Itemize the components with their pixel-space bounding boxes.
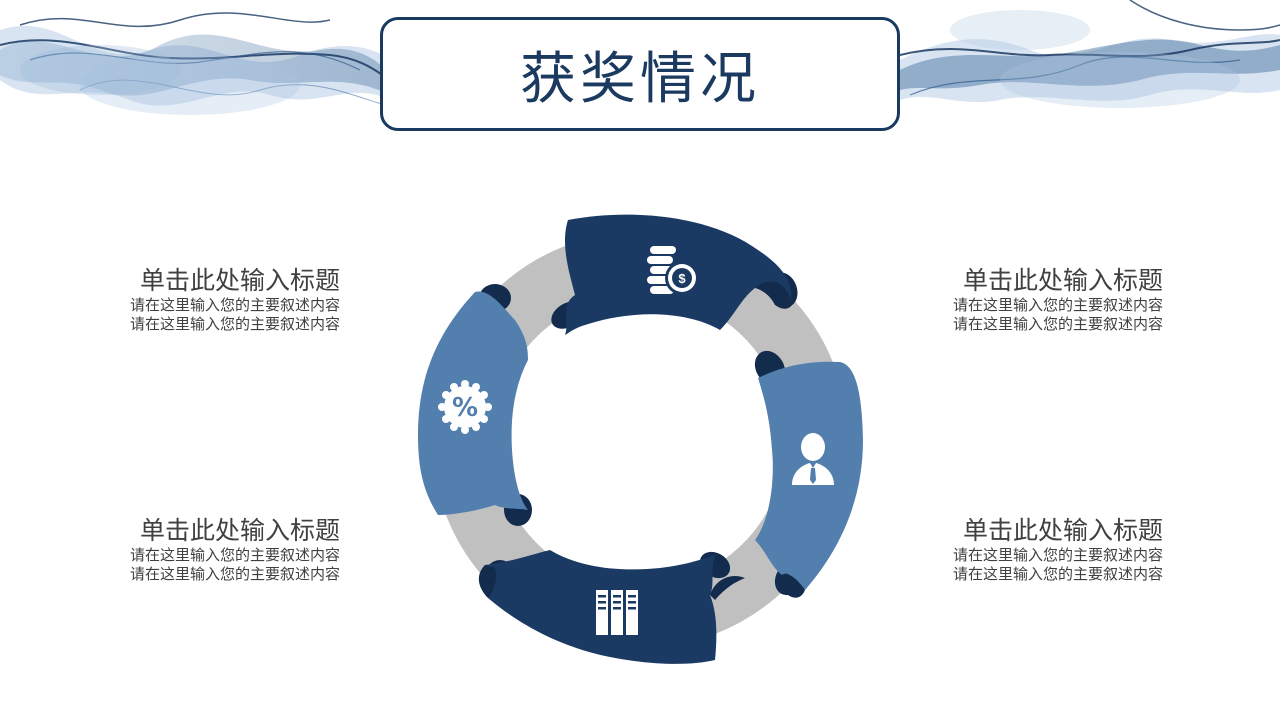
- block-description-line[interactable]: 请在这里输入您的主要叙述内容: [129, 546, 340, 564]
- block-description-line[interactable]: 请在这里输入您的主要叙述内容: [952, 296, 1163, 314]
- slide-title-box: 获奖情况: [380, 17, 900, 131]
- percent-badge-icon: %: [438, 380, 492, 434]
- svg-text:$: $: [678, 271, 686, 286]
- block-description-line[interactable]: 请在这里输入您的主要叙述内容: [129, 315, 340, 333]
- slide-title: 获奖情况: [520, 46, 760, 112]
- block-heading[interactable]: 单击此处输入标题: [962, 516, 1163, 545]
- binders-icon: [596, 590, 638, 635]
- svg-text:%: %: [452, 393, 478, 423]
- block-heading[interactable]: 单击此处输入标题: [962, 266, 1163, 295]
- businessman-icon: [792, 433, 834, 485]
- smoke-wave-left-decoration: [0, 12, 390, 115]
- block-description-line[interactable]: 请在这里输入您的主要叙述内容: [952, 546, 1163, 564]
- text-block-bottom-left[interactable]: 单击此处输入标题 请在这里输入您的主要叙述内容 请在这里输入您的主要叙述内容: [100, 516, 340, 584]
- block-heading[interactable]: 单击此处输入标题: [139, 266, 340, 295]
- block-description-line[interactable]: 请在这里输入您的主要叙述内容: [129, 296, 340, 314]
- coins-dollar-icon: $: [647, 246, 699, 295]
- text-block-bottom-right[interactable]: 单击此处输入标题 请在这里输入您的主要叙述内容 请在这里输入您的主要叙述内容: [923, 516, 1163, 584]
- block-description-line[interactable]: 请在这里输入您的主要叙述内容: [129, 565, 340, 583]
- block-description-line[interactable]: 请在这里输入您的主要叙述内容: [952, 315, 1163, 333]
- block-description-line[interactable]: 请在这里输入您的主要叙述内容: [952, 565, 1163, 583]
- text-block-top-right[interactable]: 单击此处输入标题 请在这里输入您的主要叙述内容 请在这里输入您的主要叙述内容: [923, 266, 1163, 334]
- text-block-top-left[interactable]: 单击此处输入标题 请在这里输入您的主要叙述内容 请在这里输入您的主要叙述内容: [100, 266, 340, 334]
- ribbon-fold-tips: [478, 281, 805, 600]
- smoke-wave-right-decoration: [900, 0, 1280, 108]
- block-heading[interactable]: 单击此处输入标题: [139, 516, 340, 545]
- cycle-ring-diagram: $ %: [418, 214, 863, 664]
